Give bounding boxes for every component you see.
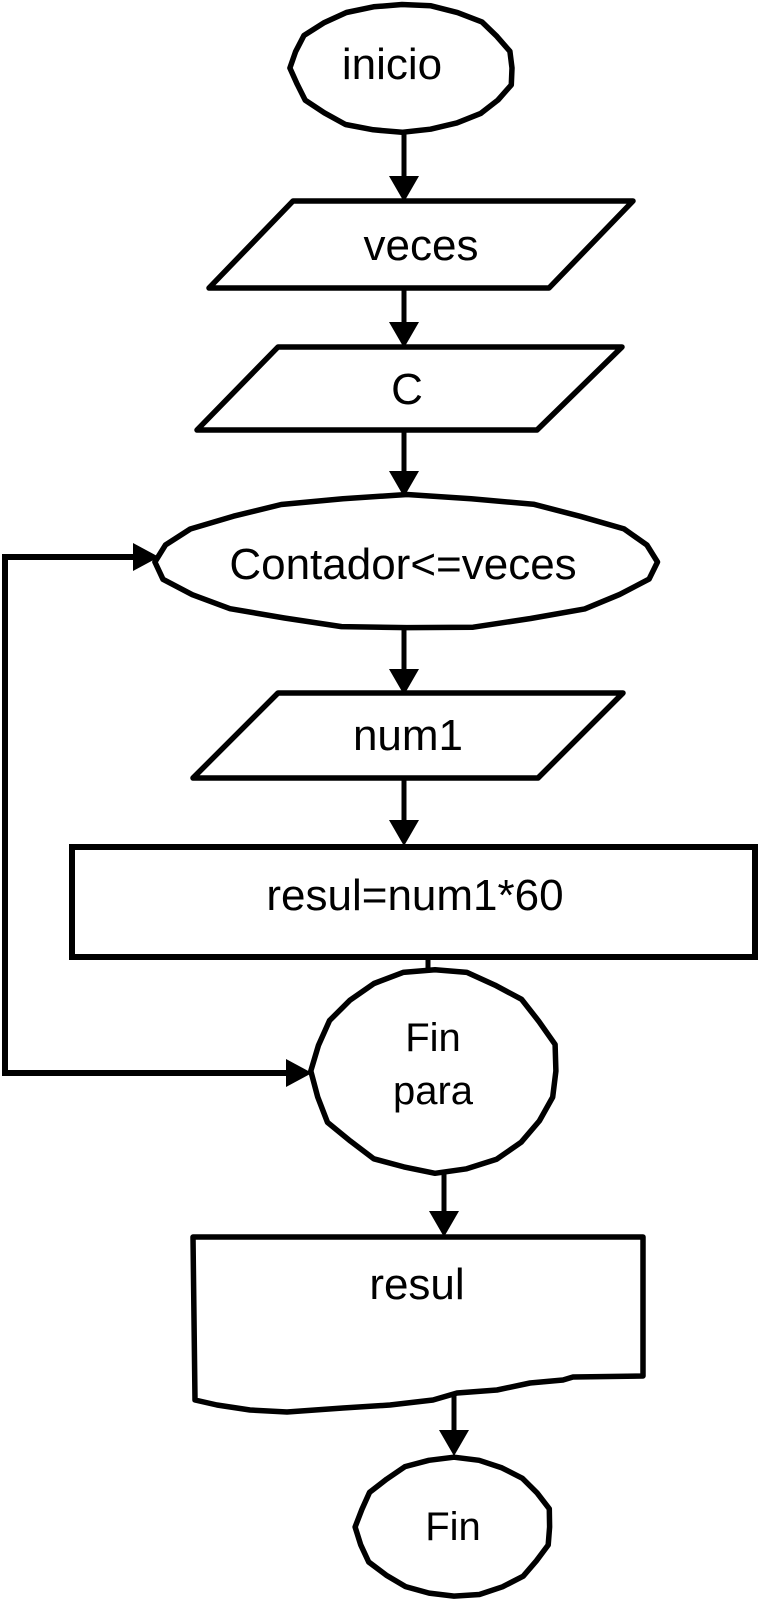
veces-label: veces bbox=[364, 221, 479, 270]
fin-terminator-shape bbox=[352, 1454, 553, 1599]
edge-finpara-salida bbox=[429, 1171, 459, 1237]
arrowhead-into-fin-para bbox=[286, 1059, 312, 1087]
c-label: C bbox=[391, 365, 423, 414]
edge-c-condicion bbox=[389, 430, 419, 497]
arrowhead-into-condition bbox=[133, 543, 159, 571]
arrowhead bbox=[389, 176, 419, 202]
num1-label: num1 bbox=[353, 711, 463, 760]
arrowhead bbox=[429, 1211, 459, 1237]
node-num1: num1 bbox=[190, 690, 626, 781]
num1-parallelogram-shape bbox=[190, 690, 626, 781]
proceso-label: resul=num1*60 bbox=[266, 871, 563, 920]
node-fin: Fin bbox=[352, 1454, 553, 1599]
node-condicion: Contador<=veces bbox=[152, 491, 661, 631]
node-salida: resul bbox=[190, 1234, 646, 1415]
arrowhead bbox=[389, 322, 419, 348]
condicion-label: Contador<=veces bbox=[229, 540, 576, 589]
salida-label: resul bbox=[369, 1260, 464, 1309]
node-c: C bbox=[194, 344, 625, 433]
fin-para-circle-shape bbox=[308, 967, 559, 1177]
node-proceso: resul=num1*60 bbox=[69, 844, 758, 960]
node-veces: veces bbox=[206, 198, 636, 291]
loop-line bbox=[2, 554, 287, 1076]
edge-veces-c bbox=[389, 288, 419, 348]
veces-parallelogram-shape bbox=[206, 198, 636, 291]
node-fin-para: Fin para bbox=[308, 967, 559, 1177]
arrowhead bbox=[389, 669, 419, 695]
fin-para-label-line1: Fin bbox=[405, 1016, 461, 1060]
edge-num1-proceso bbox=[389, 778, 419, 846]
fin-para-label-line2: para bbox=[393, 1069, 474, 1113]
condicion-ellipse-shape bbox=[152, 491, 661, 631]
inicio-label: inicio bbox=[342, 40, 442, 89]
inicio-terminator-shape bbox=[287, 1, 515, 136]
salida-document-shape bbox=[190, 1234, 646, 1415]
edge-loop-back bbox=[2, 543, 312, 1087]
arrowhead bbox=[389, 820, 419, 846]
node-inicio: inicio bbox=[287, 1, 515, 136]
arrowhead bbox=[439, 1430, 469, 1456]
arrowhead bbox=[389, 471, 419, 497]
edge-inicio-veces bbox=[389, 132, 419, 202]
fin-label: Fin bbox=[425, 1505, 481, 1549]
proceso-rectangle-shape bbox=[69, 844, 758, 960]
edge-salida-fin bbox=[439, 1396, 469, 1456]
edge-condicion-num1 bbox=[389, 627, 419, 695]
c-parallelogram-shape bbox=[194, 344, 625, 433]
